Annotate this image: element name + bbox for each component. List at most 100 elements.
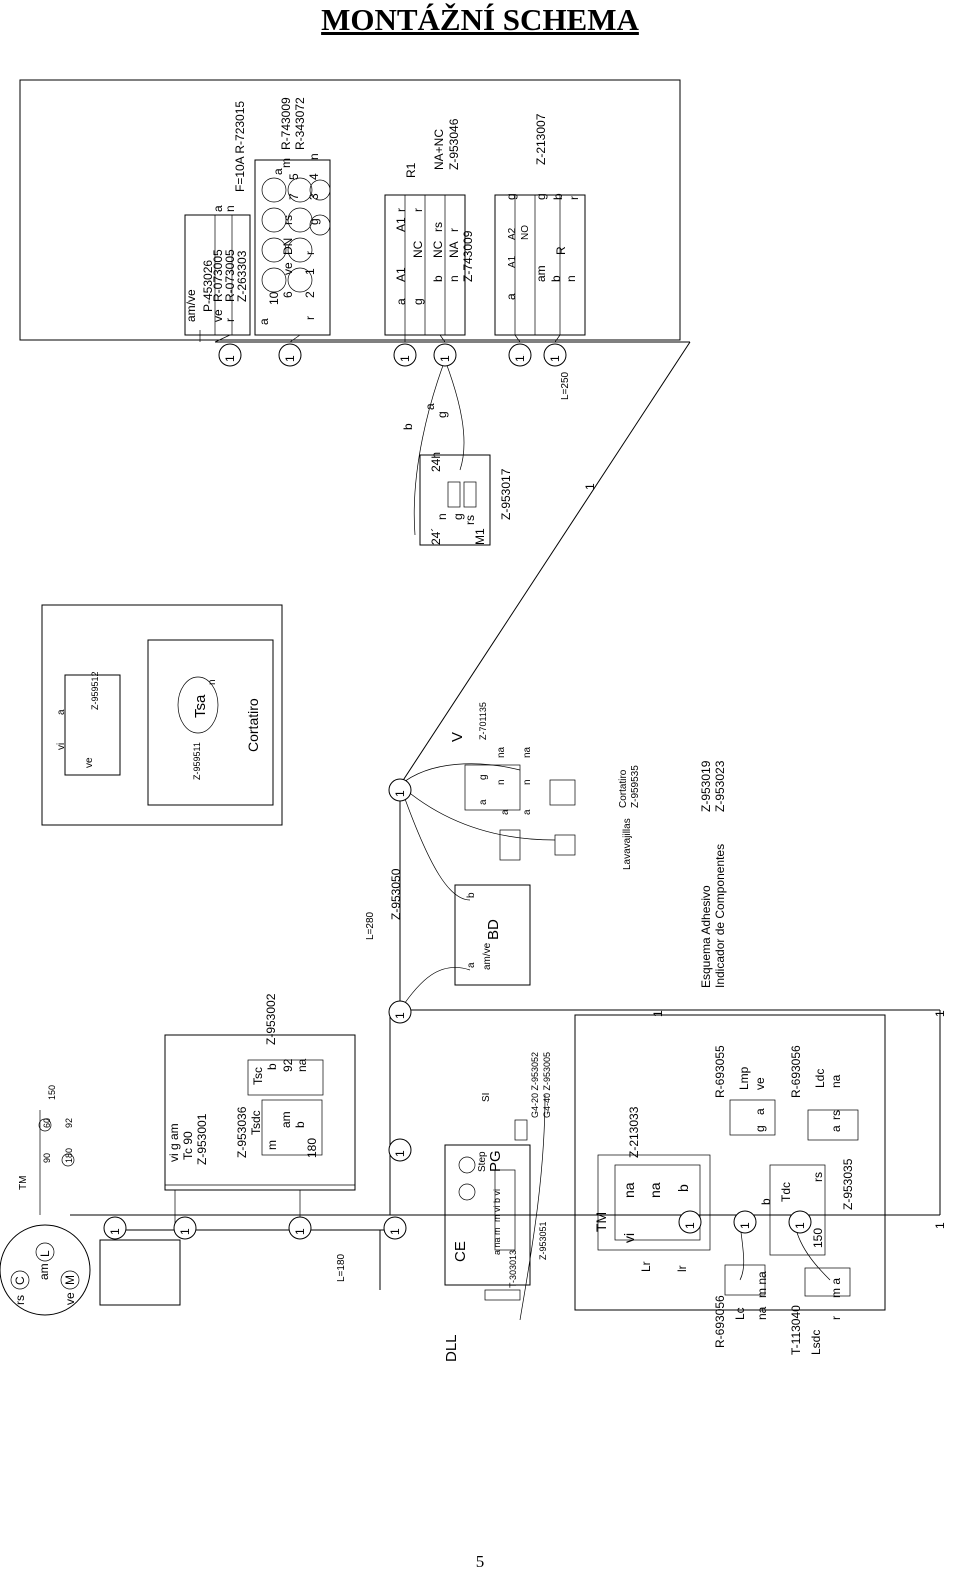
connector-node (173, 1216, 197, 1240)
label: 7 (287, 193, 301, 200)
label: Tdc (779, 1182, 793, 1202)
label: b (549, 275, 563, 282)
label: n (522, 779, 533, 785)
label: rs (431, 222, 445, 232)
label: M1 (473, 528, 487, 545)
label: am/ve (184, 289, 198, 322)
label: A1 (507, 255, 518, 268)
connector-node (218, 343, 242, 367)
label: Lr (639, 1261, 653, 1272)
label: rs (829, 1110, 843, 1120)
connector-node (733, 1210, 757, 1234)
label: 1 (933, 1010, 947, 1017)
label: na (829, 1074, 843, 1088)
label: lr (675, 1265, 689, 1272)
label: vi g am (167, 1123, 181, 1162)
label: r (303, 316, 317, 320)
label: rs (463, 515, 477, 525)
label: n (496, 779, 507, 785)
label: a (500, 809, 511, 815)
adhesive-frame (574, 1014, 886, 1311)
label: R-693056 (789, 1045, 803, 1098)
label: 1 (393, 1012, 407, 1019)
connector-node (103, 1216, 127, 1240)
label: L=250 (560, 371, 571, 400)
label: a (257, 318, 271, 325)
label: Indicador de Componentes (713, 844, 727, 988)
label: r (829, 1316, 843, 1320)
label: m a (829, 1278, 843, 1298)
label: Z-953051 (538, 1221, 548, 1260)
label: g (753, 1125, 767, 1132)
label: SI (481, 1093, 492, 1102)
connector-node (278, 343, 302, 367)
label: 1 (223, 355, 237, 362)
label: L=180 (336, 1253, 347, 1282)
label: A1 (394, 217, 408, 232)
label: 4 (307, 173, 321, 180)
label: n (223, 205, 237, 212)
label: g (435, 411, 449, 418)
label: ve (753, 1077, 767, 1090)
label: na (755, 1306, 769, 1320)
connector-node (393, 343, 417, 367)
connector-node (508, 343, 532, 367)
label: g (478, 774, 489, 780)
label: a (504, 293, 518, 300)
label: V (449, 732, 466, 742)
label: ve (84, 757, 95, 768)
label: 1 (683, 1222, 697, 1229)
label: ve (211, 309, 225, 322)
label: BD (485, 919, 502, 940)
label: a (522, 809, 533, 815)
main-panel-frame (19, 79, 681, 341)
label: b (431, 275, 445, 282)
label: n (564, 275, 578, 282)
label: 1 (398, 355, 412, 362)
label: Z-953017 (499, 468, 513, 520)
label: b (293, 1121, 307, 1128)
label: F=10A R-723015 (233, 101, 247, 192)
label: a (56, 709, 67, 715)
label: 150 (47, 1085, 57, 1100)
label: Z-953050 (389, 868, 403, 920)
label: g (411, 298, 425, 305)
label: m (279, 158, 293, 168)
connector-node (288, 1216, 312, 1240)
label: Z-263303 (235, 250, 249, 302)
label: rs (13, 1295, 27, 1305)
label: 1 (793, 1222, 807, 1229)
label: NC (431, 240, 445, 258)
label: 1 (651, 1010, 665, 1017)
label: 1 (513, 355, 527, 362)
page-number: 5 (475, 1552, 485, 1571)
label: R-073005 (211, 249, 225, 302)
label: Tsc (251, 1067, 265, 1085)
label: vi (56, 743, 67, 750)
label: 90 (42, 1153, 52, 1163)
connector-node (388, 778, 412, 802)
label: a na m (492, 1227, 502, 1255)
label: DN (281, 238, 295, 255)
label: r (411, 208, 425, 212)
label: Z-953001 (195, 1113, 209, 1165)
label: a (394, 298, 408, 305)
label: 1 (388, 1228, 402, 1235)
label: 1 (738, 1222, 752, 1229)
label: 1 (523, 354, 525, 355)
label: 1 (393, 1150, 407, 1157)
label: na (522, 746, 533, 758)
label: n (435, 513, 449, 520)
label: Lc (733, 1307, 747, 1320)
label: R-743009 (279, 97, 293, 150)
label: R (554, 246, 568, 255)
label: a (753, 1108, 767, 1115)
connector-node (788, 1210, 812, 1234)
label: 10 (267, 291, 281, 305)
label: NA (447, 241, 461, 258)
label: M (63, 1275, 77, 1285)
label: m (265, 1140, 279, 1150)
label: m vi b vi (492, 1189, 502, 1222)
label: NC (411, 240, 425, 258)
label: 1 (548, 355, 562, 362)
